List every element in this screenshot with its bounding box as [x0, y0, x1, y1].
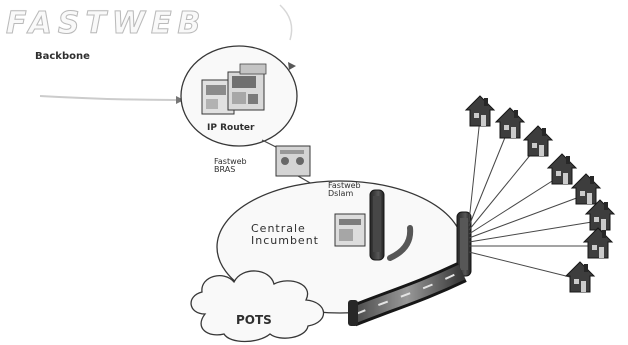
dslam-rack-icon — [369, 189, 385, 261]
dslam-unit-icon — [334, 213, 366, 247]
street-cabinet-icon — [456, 211, 472, 277]
dslam-label-line2: Dslam — [328, 189, 354, 199]
backbone-link — [39, 95, 177, 101]
pots-label: POTS — [236, 313, 272, 327]
backbone-label: Backbone — [35, 51, 90, 62]
backbone-arrow — [176, 96, 184, 104]
central-office-line2: Incumbent — [251, 233, 319, 247]
fanout-lines — [468, 117, 593, 279]
ip-router-label: IP Router — [207, 123, 255, 133]
bras-label: Fastweb BRAS — [214, 157, 247, 175]
dslam-label: Fastweb Dslam — [328, 181, 361, 199]
router-icon — [201, 63, 267, 115]
central-office-line1: Centrale — [251, 222, 306, 235]
bras-label-line1: Fastweb — [214, 157, 247, 166]
brand-logo: FASTWEB — [5, 6, 207, 41]
pots-cloud-icon — [190, 270, 325, 343]
central-office-label: Centrale Incumbent — [251, 223, 319, 246]
bras-label-line2: BRAS — [214, 165, 236, 175]
bras-switch-icon — [275, 145, 311, 177]
curved-arrow — [387, 225, 414, 261]
dslam-label-line1: Fastweb — [328, 181, 361, 190]
